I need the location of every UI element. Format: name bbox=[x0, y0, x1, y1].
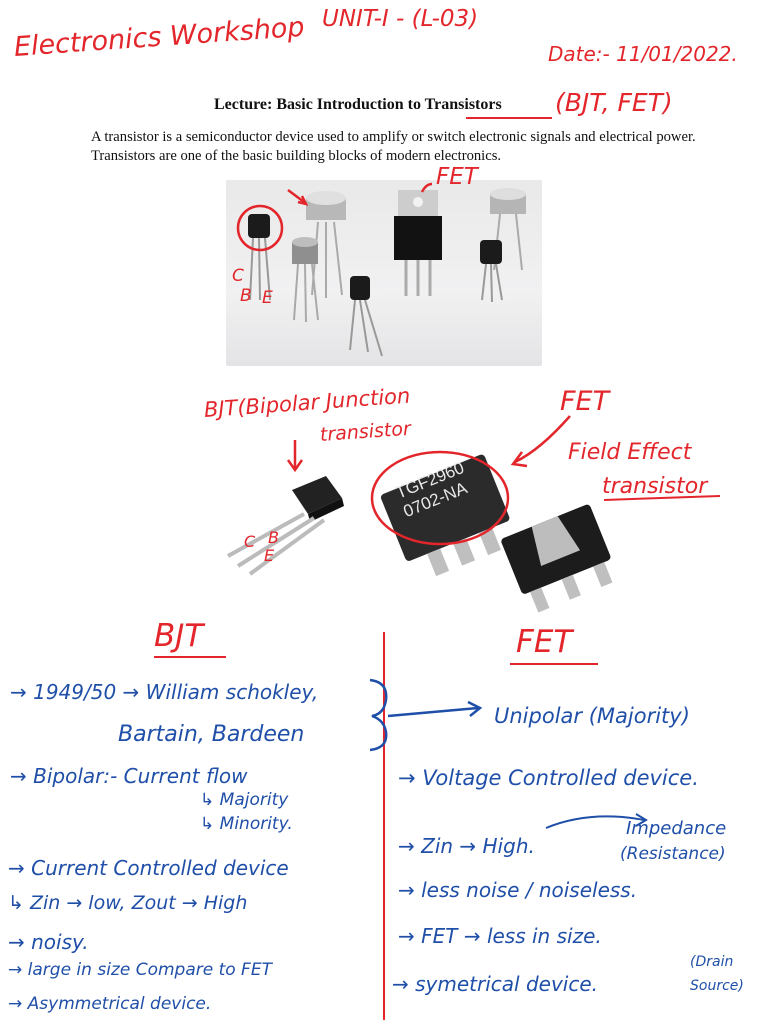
fet-point-drain: (Drain bbox=[690, 954, 734, 970]
photo2-pin-c: C bbox=[244, 532, 256, 551]
components-drawing bbox=[227, 415, 721, 613]
divider-line bbox=[383, 632, 385, 1020]
fet-heading: FET bbox=[516, 624, 573, 660]
photo1-pin-e: E bbox=[262, 288, 273, 308]
bjt-point-inventors: Bartain, Bardeen bbox=[118, 722, 305, 747]
photo1-fet-label: FET bbox=[436, 164, 478, 190]
lecture-title-text: Lecture: Basic Introduction to Transisto… bbox=[214, 96, 502, 113]
fet-desc-line2: transistor bbox=[602, 474, 708, 499]
bjt-point-current-controlled: → Current Controlled device bbox=[8, 856, 289, 880]
impedance-arrow bbox=[545, 813, 648, 829]
fet-heading-underline bbox=[510, 663, 598, 665]
bjt-point-majority: ↳ Majority bbox=[200, 790, 289, 810]
fet-point-resistance: (Resistance) bbox=[620, 844, 726, 864]
unit-label: UNIT-I - (L-03) bbox=[322, 6, 479, 32]
bjt-point-size: → large in size Compare to FET bbox=[8, 960, 272, 980]
fet-point-noise: → less noise / noiseless. bbox=[398, 878, 638, 902]
fet-label: FET bbox=[560, 386, 610, 417]
title-annotation: (BJT, FET) bbox=[555, 88, 673, 117]
fet-point-size: → FET → less in size. bbox=[398, 924, 602, 948]
bjt-point-minority: ↳ Minority. bbox=[200, 814, 293, 834]
intro-paragraph: A transistor is a semiconductor device u… bbox=[91, 129, 696, 164]
bjt-point-noisy: → noisy. bbox=[8, 930, 89, 954]
fet-point-symmetrical: → symetrical device. bbox=[392, 972, 598, 996]
photo1-pin-b: B bbox=[240, 286, 252, 306]
fet-point-source: Source) bbox=[690, 978, 744, 994]
bjt-point-impedance: ↳ Zin → low, Zout → High bbox=[8, 892, 248, 914]
title-underline bbox=[466, 117, 552, 119]
bjt-heading: BJT bbox=[154, 618, 204, 654]
fet-desc-line1: Field Effect bbox=[568, 440, 692, 465]
lecture-title: Lecture: Basic Introduction to Transisto… bbox=[214, 96, 502, 114]
subject-heading: Electronics Workshop bbox=[12, 11, 306, 63]
photo1-pin-c: C bbox=[232, 266, 244, 286]
transistors-photo bbox=[226, 180, 542, 366]
fet-point-voltage-controlled: → Voltage Controlled device. bbox=[398, 766, 699, 790]
photo2-pin-b: B bbox=[268, 528, 279, 547]
transistors-photo-drawing bbox=[236, 182, 526, 357]
brace-arrow bbox=[369, 678, 483, 752]
bjt-heading-underline bbox=[154, 656, 226, 658]
fet-point-unipolar: Unipolar (Majority) bbox=[494, 704, 690, 728]
date-label: Date:- 11/01/2022. bbox=[548, 42, 738, 66]
fet-point-impedance: Impedance bbox=[626, 818, 727, 839]
fet-point-zin: → Zin → High. bbox=[398, 834, 535, 858]
bjt-point-bipolar: → Bipolar:- Current flow bbox=[10, 764, 248, 788]
bjt-point-asymmetrical: → Asymmetrical device. bbox=[8, 994, 212, 1014]
photo2-pin-e: E bbox=[264, 546, 275, 565]
bjt-point-history: → 1949/50 → William schokley, bbox=[10, 680, 319, 704]
